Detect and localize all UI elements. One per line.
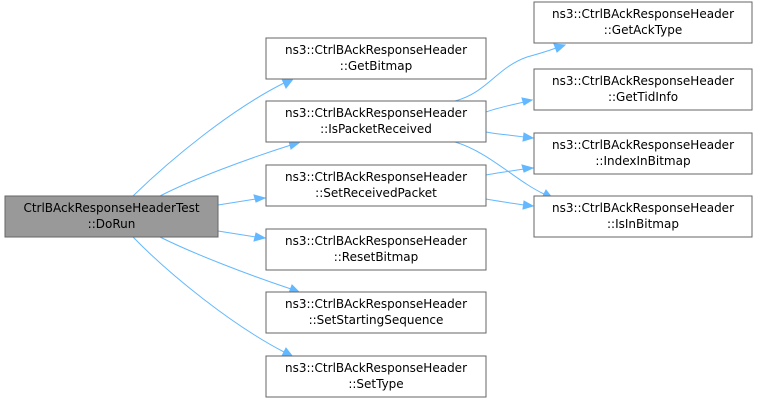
edge-line [159,236,292,290]
node-getTidInfo[interactable]: ns3::CtrlBAckResponseHeader::GetTidInfo [533,68,753,111]
edge-arrowhead [281,78,295,89]
edge-root-to-setStartingSequence [159,236,302,294]
node-method-label: ::DoRun [88,217,136,231]
node-class-label: ns3::CtrlBAckResponseHeader [285,43,467,57]
edge-line [217,230,257,238]
node-box[interactable] [533,195,753,238]
node-method-label: ::SetType [348,377,403,391]
edge-line [217,198,257,206]
edge-arrowhead [253,232,267,242]
node-method-label: ::IndexInBitmap [595,154,690,168]
node-box[interactable] [533,132,753,175]
edge-arrowhead [521,164,535,173]
node-setType[interactable]: ns3::CtrlBAckResponseHeader::SetType [265,355,487,398]
node-box[interactable] [4,195,219,238]
edge-isPacketReceived-to-indexInBitmap [485,131,535,142]
edge-line [485,198,525,206]
edge-line [485,131,525,138]
edge-line [159,144,292,197]
edge-line [485,168,525,176]
node-class-label: ns3::CtrlBAckResponseHeader [285,297,467,311]
node-method-label: ::IsPacketReceived [320,122,432,136]
node-method-label: ::SetReceivedPacket [315,186,437,200]
edge-setReceivedPacket-to-isInBitmap [485,198,535,210]
edge-setReceivedPacket-to-indexInBitmap [485,164,535,176]
edge-line [132,82,285,197]
node-class-label: ns3::CtrlBAckResponseHeader [285,106,467,120]
edge-line [485,101,525,113]
edge-isPacketReceived-to-getTidInfo [485,97,534,113]
node-method-label: ::IsInBitmap [607,217,679,231]
node-root[interactable]: CtrlBAckResponseHeaderTest::DoRun [4,195,219,238]
node-class-label: ns3::CtrlBAckResponseHeader [285,170,467,184]
edge-line [132,236,285,353]
node-class-label: ns3::CtrlBAckResponseHeader [552,74,734,88]
edge-arrowhead [522,200,535,210]
node-setStartingSequence[interactable]: ns3::CtrlBAckResponseHeader::SetStarting… [265,291,487,334]
edge-line [454,141,545,195]
node-class-label: ns3::CtrlBAckResponseHeader [552,7,734,21]
edge-arrowhead [253,194,267,203]
node-class-label: ns3::CtrlBAckResponseHeader [285,234,467,248]
node-box[interactable] [265,100,487,143]
node-setReceivedPacket[interactable]: ns3::CtrlBAckResponseHeader::SetReceived… [265,164,487,207]
node-indexInBitmap[interactable]: ns3::CtrlBAckResponseHeader::IndexInBitm… [533,132,753,175]
node-resetBitmap[interactable]: ns3::CtrlBAckResponseHeader::ResetBitmap [265,228,487,271]
node-method-label: ::GetTidInfo [608,90,678,104]
node-getAckType[interactable]: ns3::CtrlBAckResponseHeader::GetAckType [533,1,753,44]
node-box[interactable] [533,1,753,44]
edge-isPacketReceived-to-getAckType [454,43,567,102]
edges-layer [132,43,567,358]
node-getBitmap[interactable]: ns3::CtrlBAckResponseHeader::GetBitmap [265,37,487,80]
node-box[interactable] [265,37,487,80]
node-method-label: ::SetStartingSequence [309,313,444,327]
node-method-label: ::GetAckType [604,23,683,37]
node-box[interactable] [533,68,753,111]
edge-arrowhead [553,43,567,53]
node-isPacketReceived[interactable]: ns3::CtrlBAckResponseHeader::IsPacketRec… [265,100,487,143]
node-box[interactable] [265,164,487,207]
node-isInBitmap[interactable]: ns3::CtrlBAckResponseHeader::IsInBitmap [533,195,753,238]
node-method-label: ::GetBitmap [340,59,412,73]
edge-root-to-setReceivedPacket [217,194,267,206]
node-class-label: ns3::CtrlBAckResponseHeader [552,138,734,152]
node-box[interactable] [265,228,487,271]
node-box[interactable] [265,355,487,398]
node-method-label: ::ResetBitmap [334,250,419,264]
nodes-layer: CtrlBAckResponseHeaderTest::DoRunns3::Ct… [4,1,753,398]
node-class-label: CtrlBAckResponseHeaderTest [23,201,199,215]
edge-arrowhead [521,97,534,106]
edge-line [454,47,557,102]
edge-root-to-resetBitmap [217,230,267,242]
node-class-label: ns3::CtrlBAckResponseHeader [552,201,734,215]
node-box[interactable] [265,291,487,334]
edge-arrowhead [522,132,535,142]
node-class-label: ns3::CtrlBAckResponseHeader [285,361,467,375]
